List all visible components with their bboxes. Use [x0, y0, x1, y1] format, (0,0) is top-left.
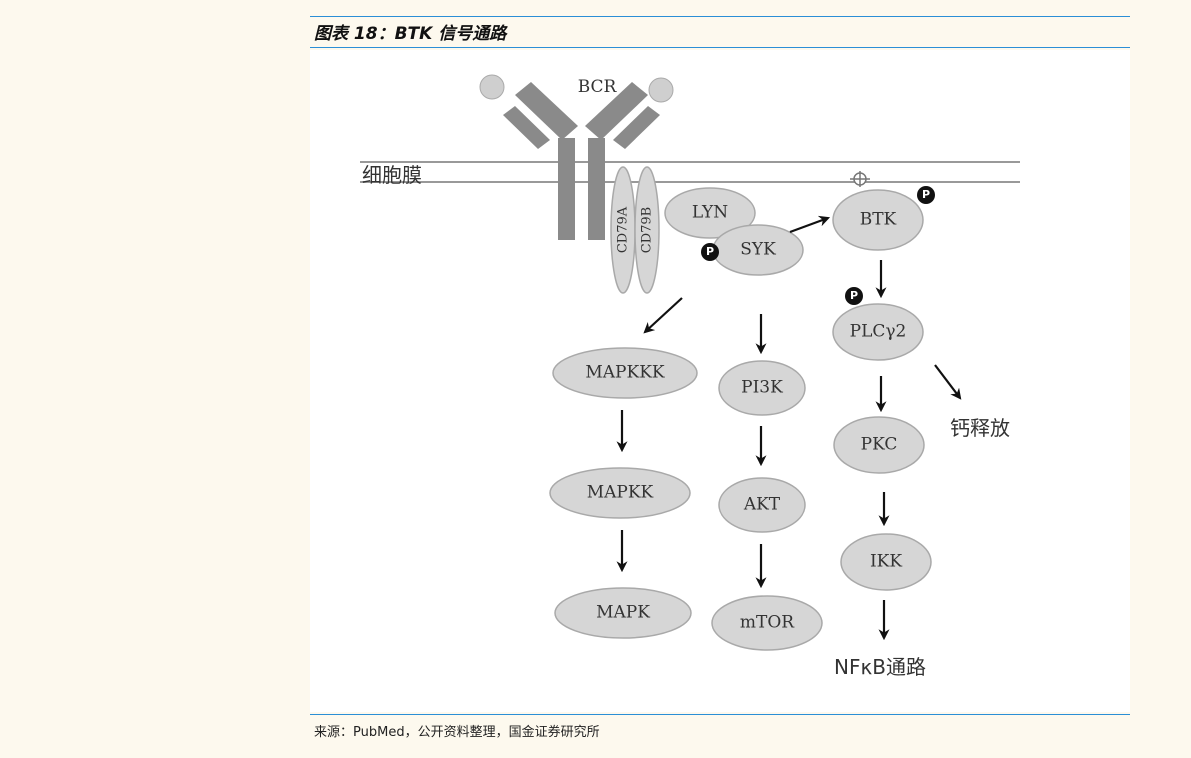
- calcium-release-label: 钙释放: [950, 416, 1010, 440]
- lyn-label: LYN: [692, 203, 728, 223]
- mtor-node: [711, 595, 823, 651]
- cd79b-ellipse: [634, 166, 660, 294]
- antigen-right: [648, 77, 674, 103]
- svg-text:P: P: [922, 188, 930, 201]
- btk-label: BTK: [860, 210, 897, 230]
- membrane-anchor: [850, 171, 870, 187]
- akt-node: [718, 477, 806, 533]
- btk-pathway-diagram: 细胞膜 BCR CD79A CD79B LYN SYK BTK PLCγ2 PK…: [360, 74, 1020, 679]
- mapkk-label: MAPKK: [587, 483, 654, 503]
- source-note: 来源：PubMed，公开资料整理，国金证券研究所: [314, 725, 600, 740]
- bcr-receptor: [503, 82, 660, 240]
- diagram-area: 细胞膜 BCR CD79A CD79B LYN SYK BTK PLCγ2 PK…: [310, 50, 1130, 712]
- mtor-label: mTOR: [740, 613, 795, 633]
- mapk-node: [554, 587, 692, 639]
- mapkkk-node: [552, 347, 698, 399]
- svg-text:P: P: [850, 289, 858, 302]
- ikk-node: [840, 533, 932, 591]
- cell-membrane: [360, 161, 1020, 183]
- phospho-marker-btk: P: [917, 186, 935, 204]
- bcr-label: BCR: [578, 77, 618, 97]
- cd79a-label: CD79A: [616, 206, 631, 253]
- plcg2-node: [832, 303, 924, 361]
- cd79b-label: CD79B: [640, 207, 655, 253]
- pkc-label: PKC: [861, 435, 898, 455]
- akt-label: AKT: [743, 495, 781, 515]
- mapk-label: MAPK: [596, 603, 650, 623]
- btk-node: [832, 189, 924, 251]
- arrow-plcg2-calcium: [934, 364, 962, 400]
- membrane-label: 细胞膜: [362, 163, 422, 187]
- phospho-marker-plcg2: P: [845, 287, 863, 305]
- figure-title: 图表 18：BTK 信号通路: [314, 24, 507, 44]
- ikk-label: IKK: [870, 552, 902, 572]
- lyn-node: [664, 187, 756, 239]
- pkc-node: [833, 416, 925, 474]
- source-rule: [310, 714, 1130, 715]
- antigen-left: [479, 74, 505, 100]
- pi3k-label: PI3K: [741, 378, 783, 398]
- arrow-syk-mapkkk: [643, 297, 683, 334]
- title-top-rule: [310, 16, 1130, 17]
- plcg2-label: PLCγ2: [850, 322, 907, 342]
- title-bottom-rule: [310, 47, 1130, 48]
- nfkb-pathway-label: NFκB通路: [834, 655, 926, 679]
- syk-label: SYK: [740, 240, 776, 260]
- arrow-syk-btk: [789, 215, 831, 234]
- pi3k-node: [718, 360, 806, 416]
- phospho-marker-syk: P: [701, 243, 719, 261]
- mapkkk-label: MAPKKK: [585, 363, 665, 383]
- svg-text:P: P: [706, 245, 714, 258]
- mapkk-node: [549, 467, 691, 519]
